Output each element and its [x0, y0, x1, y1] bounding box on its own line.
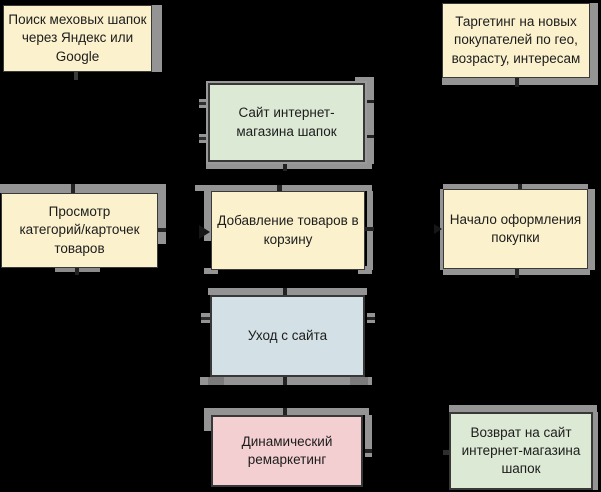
- node-shop-site: Сайт интернет- магазина шапок: [208, 83, 365, 162]
- connector-tick: [365, 227, 374, 231]
- arrowhead-icon: [199, 225, 210, 239]
- node-return-to-site: Возврат на сайт интернет-магазина шапок: [449, 412, 593, 490]
- arrowhead-icon: [434, 224, 442, 234]
- stub-strip: [442, 78, 598, 85]
- stub-strip: [588, 189, 595, 270]
- connector-tick: [71, 184, 75, 193]
- stub-strip: [449, 405, 597, 412]
- node-add-to-cart: Добавление товаров в корзину: [211, 191, 365, 270]
- connector-tick: [199, 137, 208, 140]
- connector-tick: [443, 450, 449, 455]
- connector-tick: [158, 228, 166, 232]
- stub-corner: [350, 377, 368, 385]
- stub-strip: [367, 81, 374, 164]
- connector-tick: [74, 72, 78, 80]
- stub-strip: [152, 5, 162, 72]
- stub-strip: [204, 415, 211, 431]
- connector-tick: [515, 269, 519, 278]
- node-label: Возврат на сайт интернет-магазина шапок: [461, 424, 581, 477]
- node-label: Добавление товаров в корзину: [217, 213, 359, 247]
- stub-strip: [443, 184, 588, 189]
- connector-tick: [199, 102, 208, 105]
- stub-strip: [206, 164, 372, 169]
- stub-strip: [365, 415, 372, 457]
- connector-tick: [367, 100, 374, 103]
- node-checkout-start: Начало оформления покупки: [443, 189, 588, 269]
- node-dynamic-remarketing: Динамический ремаркетинг: [211, 415, 363, 487]
- connector-tick: [283, 288, 287, 295]
- connector-tick: [283, 408, 287, 415]
- connector-tick: [367, 317, 375, 320]
- stub-corner: [208, 377, 224, 385]
- connector-tick: [365, 449, 372, 453]
- node-label: Уход с сайта: [247, 327, 328, 343]
- node-label: Таргетинг на новых покупателей по гео, в…: [451, 14, 581, 66]
- stub-strip: [358, 266, 372, 274]
- stub-strip: [195, 185, 372, 191]
- node-search-fur-hats: Поиск меховых шапок через Яндекс или Goo…: [3, 5, 152, 72]
- connector-tick: [277, 185, 282, 191]
- connector-tick: [518, 184, 522, 189]
- stub-strip: [204, 268, 218, 274]
- stub-strip: [593, 412, 598, 490]
- stub-strip: [204, 191, 211, 241]
- stub-strip: [208, 288, 367, 295]
- node-targeting-new-buyers: Таргетинг на новых покупателей по гео, в…: [442, 3, 590, 78]
- connector-tick: [283, 162, 287, 171]
- node-label: Просмотр категорий/карточек товаров: [19, 204, 140, 256]
- connector-tick: [201, 317, 210, 320]
- connector-tick: [283, 377, 287, 385]
- stub-strip: [0, 184, 158, 193]
- node-label: Поиск меховых шапок через Яндекс или Goo…: [8, 12, 147, 64]
- connector-tick: [367, 135, 374, 138]
- stub-strip: [590, 3, 598, 85]
- node-leave-site: Уход с сайта: [210, 295, 365, 377]
- node-label: Динамический ремаркетинг: [241, 433, 333, 467]
- node-label: Сайт интернет- магазина шапок: [236, 105, 337, 139]
- node-view-categories: Просмотр категорий/карточек товаров: [1, 193, 158, 268]
- connector-tick: [515, 78, 519, 87]
- connector-tick: [75, 268, 79, 275]
- stub-strip: [355, 77, 374, 83]
- stub-strip: [158, 184, 166, 244]
- node-label: Начало оформления покупки: [449, 211, 582, 245]
